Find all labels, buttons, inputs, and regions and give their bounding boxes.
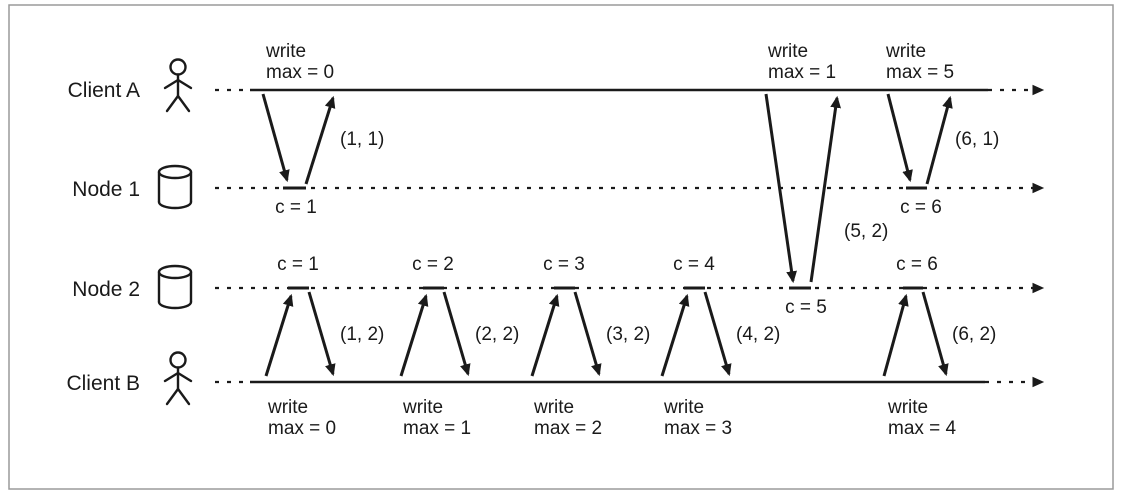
request-op-label: write [767,41,808,62]
response-label: (4, 2) [736,324,780,345]
request-arg-label: max = 1 [768,62,836,83]
request-op-label: write [267,397,308,418]
exchange-a-n2: write max = 1 c = 5 (5, 2) [764,41,888,318]
request-arg-label: max = 5 [886,62,954,83]
lane-label-node-2: Node 2 [72,278,140,301]
response-label: (1, 2) [340,324,384,345]
counter-label: c = 2 [412,254,454,275]
counter-label: c = 3 [543,254,585,275]
lane-label-client-a: Client A [68,79,140,102]
response-label: (1, 1) [340,129,384,150]
request-arrow [886,93,913,183]
response-label: (5, 2) [844,221,888,242]
request-arrow [399,293,429,377]
person-icon [163,351,193,406]
person-icon [163,58,193,113]
counter-label: c = 5 [785,297,827,318]
counter-label: c = 1 [277,254,319,275]
response-arrow [573,291,602,377]
response-label: (6, 2) [952,324,996,345]
request-op-label: write [663,397,704,418]
response-arrow [703,291,732,377]
request-arg-label: max = 1 [403,418,471,439]
figure-border [8,4,1114,490]
exchange-b-n2-second: write max = 1 c = 2 (2, 2) [399,254,519,439]
exchange-b-n2-fifth: write max = 4 c = 6 (6, 2) [882,254,996,439]
request-arg-label: max = 4 [888,418,957,439]
request-op-label: write [265,41,306,62]
request-op-label: write [887,397,928,418]
request-arrow [882,293,909,377]
request-arrow [261,93,290,183]
request-op-label: write [402,397,443,418]
response-label: (6, 1) [955,129,999,150]
exchange-b-n2-first: write max = 0 c = 1 (1, 2) [264,254,384,439]
request-arg-label: max = 2 [534,418,602,439]
request-arrow [764,93,797,284]
request-arg-label: max = 0 [266,62,334,83]
response-arrow [809,95,841,283]
request-arrow [530,293,560,377]
response-arrow [925,95,953,185]
counter-label: c = 4 [673,254,715,275]
exchange-b-n2-third: write max = 2 c = 3 (3, 2) [530,254,650,439]
response-label: (2, 2) [475,324,519,345]
response-arrow [921,291,949,377]
database-icon [157,264,193,310]
request-arg-label: max = 3 [664,418,732,439]
response-label: (3, 2) [606,324,650,345]
database-icon [157,164,193,210]
response-arrow [442,291,471,377]
request-arrow [660,293,690,377]
counter-label: c = 6 [896,254,938,275]
request-arg-label: max = 0 [268,418,336,439]
lane-label-client-b: Client B [66,372,140,395]
response-arrow [304,95,336,185]
request-op-label: write [885,41,926,62]
lane-label-node-1: Node 1 [72,178,140,201]
exchange-b-n2-fourth: write max = 3 c = 4 (4, 2) [660,254,780,439]
request-arrow [264,293,294,377]
request-op-label: write [533,397,574,418]
counter-label: c = 1 [275,197,317,218]
response-arrow [307,291,336,377]
counter-label: c = 6 [900,197,942,218]
exchange-a-n1-second: write max = 5 c = 6 (6, 1) [885,41,999,218]
exchange-a-n1-first: write max = 0 c = 1 (1, 1) [261,41,384,218]
